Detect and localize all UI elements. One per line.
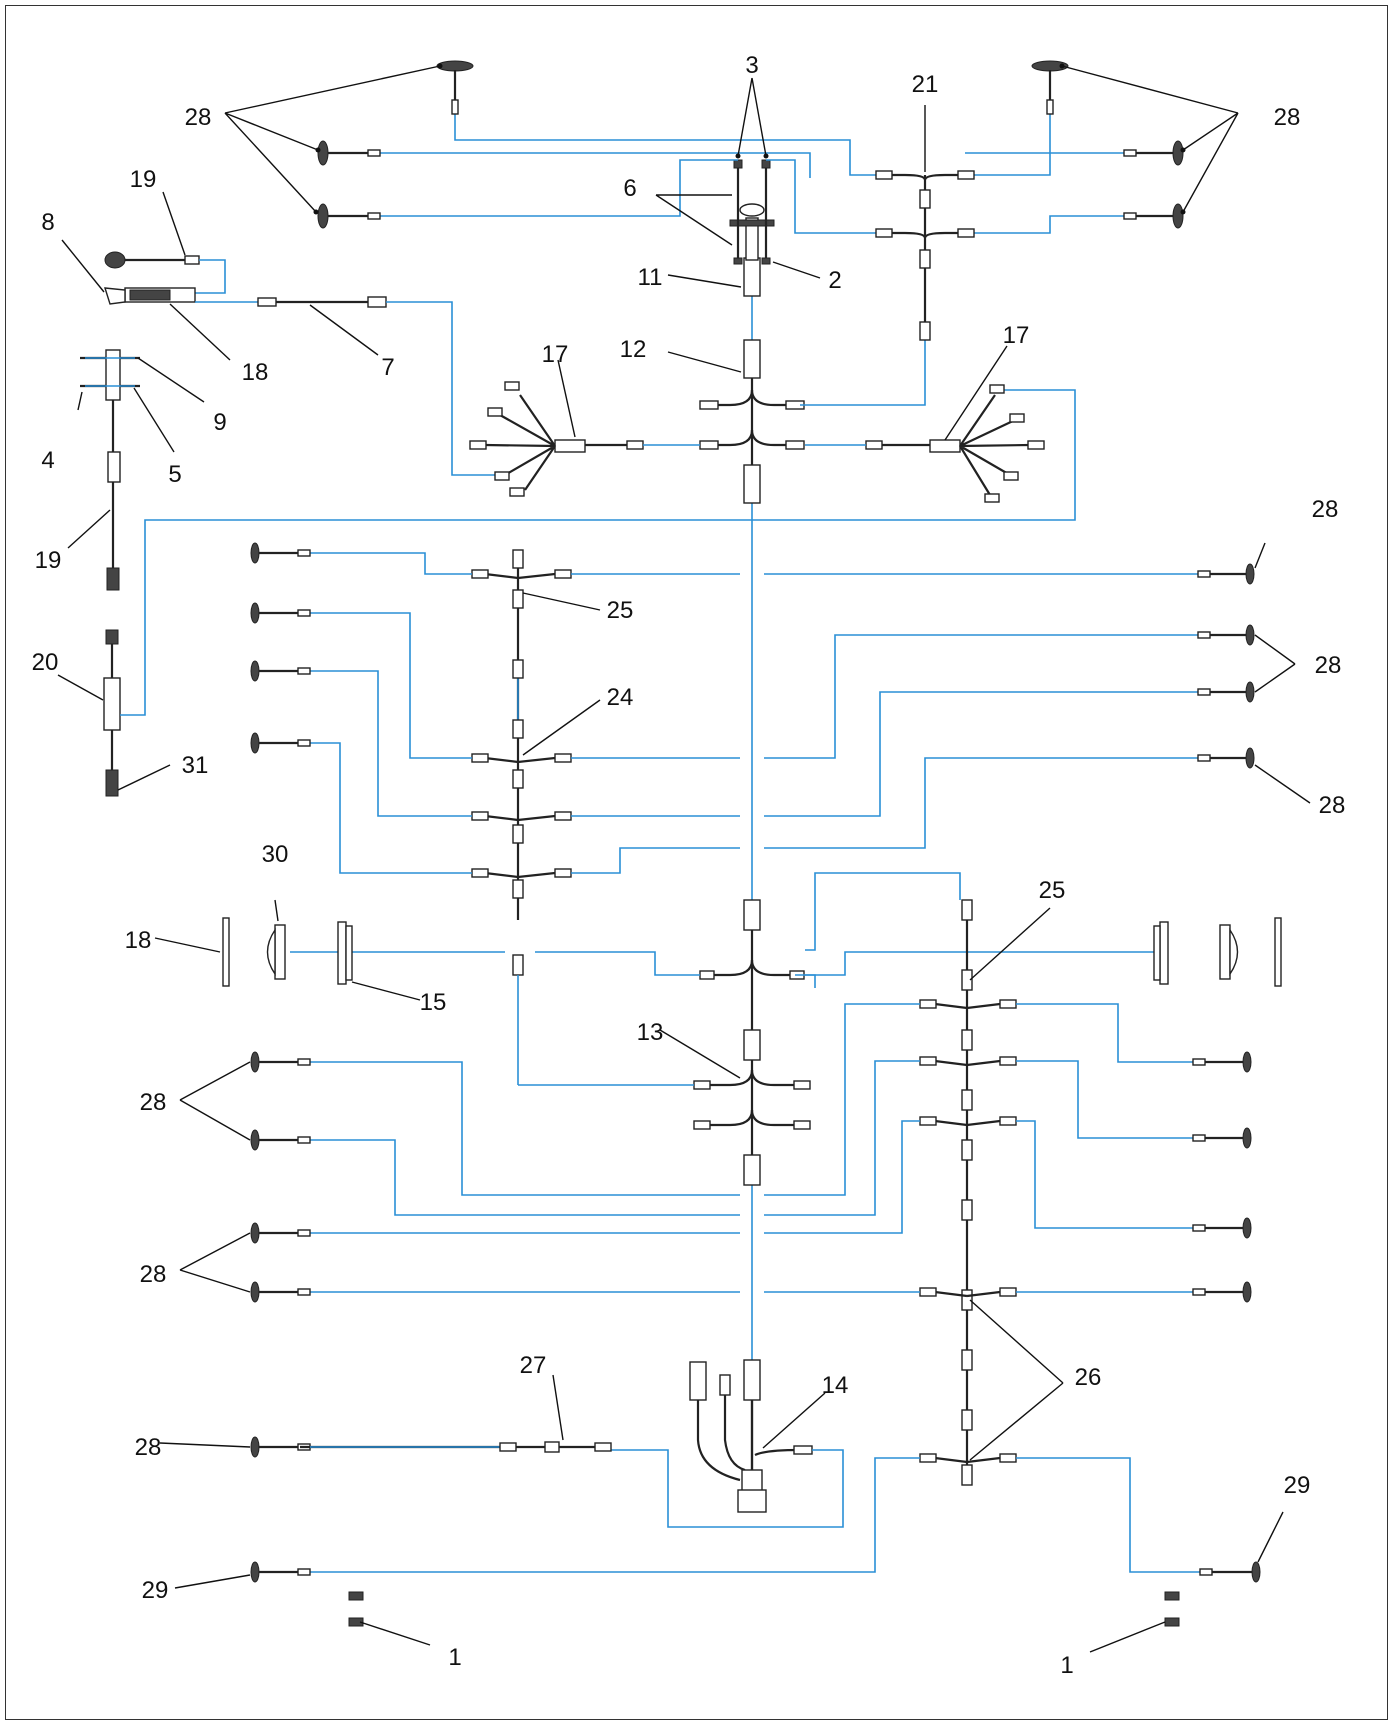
diagram-frame [5, 5, 1388, 1720]
cable-27 [300, 1441, 612, 1453]
lamp-icon [250, 1222, 311, 1244]
callout-28: 28 [1319, 792, 1346, 819]
lower-right-lamps [1192, 1051, 1261, 1583]
callout-29: 29 [142, 1577, 169, 1604]
middle-right-lamps [1197, 563, 1255, 769]
leader-tips [313, 63, 1186, 215]
fanout-17-right [805, 384, 1045, 503]
callout-17: 17 [542, 341, 569, 368]
lamp-icon [1192, 1127, 1252, 1149]
lamp-icon [250, 602, 311, 624]
tee-24 [875, 170, 975, 341]
callout-1: 1 [1060, 1652, 1073, 1679]
lamp-icon [1123, 140, 1184, 166]
callout-24: 21 [912, 71, 939, 98]
callout-1: 1 [448, 1644, 461, 1671]
callout-5: 5 [168, 461, 181, 488]
callout-11: 11 [638, 264, 663, 291]
lamp-icon [317, 140, 381, 166]
callout-19: 19 [35, 547, 62, 574]
lamp-icon [250, 1281, 311, 1303]
lamp-icon [1192, 1051, 1252, 1073]
callout-31: 31 [182, 752, 209, 779]
junction-12 [699, 339, 805, 504]
lamp-icon [1199, 1561, 1261, 1583]
lamp-assembly-left [222, 917, 353, 987]
right-tee-column [919, 899, 1017, 1486]
callout-7: 7 [381, 354, 394, 381]
callout-30: 30 [262, 841, 289, 868]
callout-29: 29 [1284, 1472, 1311, 1499]
lamp-icon [250, 1561, 311, 1583]
callout-6: 6 [623, 175, 636, 202]
lamp-icon [1197, 681, 1255, 703]
callout-28: 28 [140, 1261, 167, 1288]
callout-labels: 3 21 28 28 19 6 8 11 2 17 12 17 18 7 9 4… [32, 52, 1346, 1679]
callout-15: 15 [420, 989, 447, 1016]
lamp-icon [1197, 563, 1255, 585]
lamp-icon [1192, 1281, 1252, 1303]
callout-28: 28 [185, 104, 212, 131]
callout-12: 12 [620, 336, 647, 363]
lower-left-lamps [250, 1051, 311, 1583]
connector-11 [729, 159, 775, 297]
callout-25: 25 [1039, 877, 1066, 904]
callout-28: 28 [1315, 652, 1342, 679]
callout-28: 28 [135, 1434, 162, 1461]
left-tee-column [471, 549, 694, 1086]
lamp-icon [317, 203, 381, 229]
callout-26: 25 [607, 597, 634, 624]
lamp-icon [250, 660, 311, 682]
leaders [57, 65, 1311, 1653]
top-lamps [317, 60, 1184, 229]
callout-20: 18 [125, 927, 152, 954]
callout-22: 20 [32, 649, 59, 676]
callout-3: 4 [41, 447, 54, 474]
lamp-icon [250, 542, 311, 564]
callout-28: 28 [140, 1089, 167, 1116]
middle-left-lamps [250, 542, 311, 754]
callout-26: 26 [1075, 1364, 1102, 1391]
lamp-icon [1197, 747, 1255, 769]
upper-left-components [80, 251, 1076, 797]
lamp-icon [250, 1129, 311, 1151]
callout-8: 8 [41, 209, 54, 236]
callout-28: 28 [1312, 496, 1339, 523]
lamp-icon [1031, 60, 1069, 115]
callout-17: 17 [1003, 322, 1030, 349]
lamp-icon [1123, 203, 1184, 229]
lamp-icon [250, 1051, 311, 1073]
grommets-1 [348, 1591, 1180, 1627]
lower-wires [310, 1003, 1200, 1573]
lamp-icon [436, 60, 474, 115]
lamp-icon [1197, 624, 1255, 646]
lamp-assembly-right [1153, 917, 1282, 987]
fanout-17-left [469, 381, 700, 497]
harness-14 [689, 1359, 813, 1513]
callout-28: 28 [1274, 104, 1301, 131]
middle-wires [290, 552, 1200, 988]
callout-14: 14 [822, 1372, 849, 1399]
top-wires [380, 110, 1130, 406]
callout-18: 18 [242, 359, 269, 386]
callout-2: 2 [828, 267, 841, 294]
callout-9: 9 [213, 409, 226, 436]
callout-21: 19 [130, 166, 157, 193]
callout-13: 13 [637, 1019, 664, 1046]
callout-4: 3 [745, 52, 758, 79]
lamp-icon [250, 732, 311, 754]
callout-27: 27 [520, 1352, 547, 1379]
callout-25: 24 [607, 684, 634, 711]
lamp-icon [1192, 1217, 1252, 1239]
